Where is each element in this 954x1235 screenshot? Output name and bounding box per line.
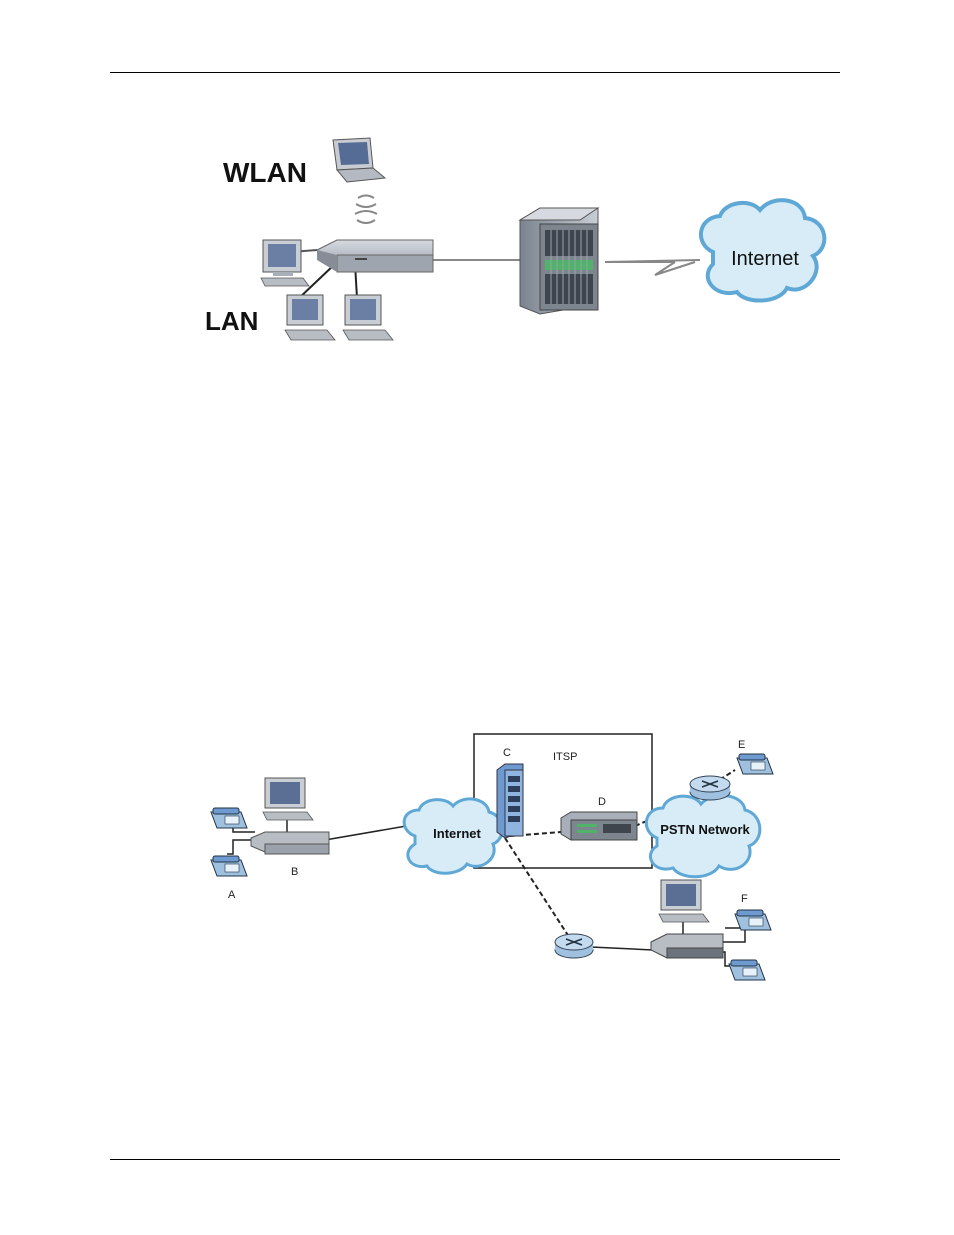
phone-icon <box>737 754 773 774</box>
wlan-lan-internet-diagram: WLAN LAN <box>205 132 830 342</box>
pc-icon <box>285 295 335 340</box>
gateway-device-icon <box>317 240 433 272</box>
router-icon <box>690 776 730 800</box>
pc-icon <box>659 880 709 922</box>
internet-link <box>605 260 700 262</box>
internet-label: Internet <box>433 826 481 841</box>
isp-server-rack-icon <box>520 208 598 314</box>
laptop-icon <box>333 138 385 182</box>
itsp-label: ITSP <box>553 751 577 763</box>
voip-gateway-icon <box>561 812 637 840</box>
pc-icon <box>263 778 313 820</box>
pc-icon <box>261 240 309 286</box>
phone-icon <box>729 960 765 980</box>
sip-server-icon <box>497 764 523 838</box>
pstn-label: PSTN Network <box>660 822 750 837</box>
label-f: F <box>741 893 748 905</box>
label-e: E <box>738 739 745 751</box>
footer-rule <box>110 1159 840 1160</box>
voip-router-icon <box>651 934 723 958</box>
router-icon <box>555 934 593 958</box>
internet-label: Internet <box>731 248 799 270</box>
voip-adapter-icon <box>251 832 329 854</box>
diagram-1-canvas: WLAN LAN <box>205 132 830 342</box>
label-b: B <box>291 866 298 878</box>
wlan-label: WLAN <box>223 157 307 188</box>
pc-icon <box>343 295 393 340</box>
voip-itsp-diagram: ITSP Internet PSTN Network <box>205 728 780 985</box>
wireless-signal-icon <box>355 196 377 224</box>
label-d: D <box>598 796 606 808</box>
diagram-2-canvas: ITSP Internet PSTN Network <box>205 728 780 985</box>
phone-icon <box>211 856 247 876</box>
header-rule <box>110 72 840 73</box>
label-c: C <box>503 747 511 759</box>
phone-icon <box>211 808 247 828</box>
label-a: A <box>228 889 236 901</box>
lan-label: LAN <box>205 306 258 336</box>
phone-icon <box>735 910 771 930</box>
